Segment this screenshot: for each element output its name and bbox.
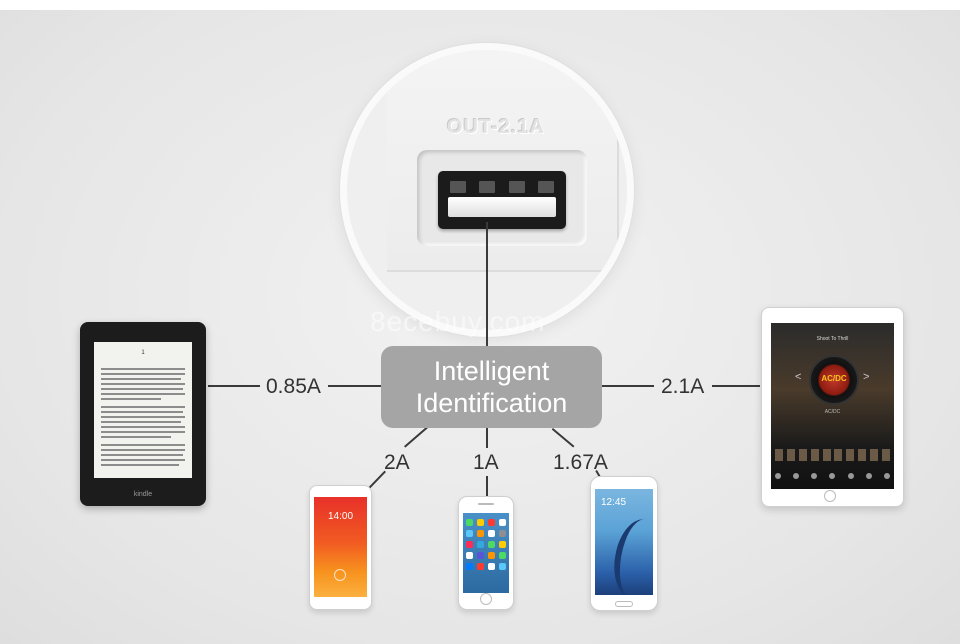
line-kindle-right <box>328 385 381 387</box>
galaxy-screen: 12:45 <box>595 489 653 595</box>
ipad-artist: AC/DC <box>824 409 841 415</box>
chevron-right-icon: > <box>863 371 870 383</box>
watermark: 8ecebuy.com <box>370 306 546 337</box>
usb-port-zoom: OUT-2.1A <box>340 43 634 337</box>
line-ipad-right <box>712 385 760 387</box>
ipad-device: Shoot To Thrill < AC/DC > AC/DC <box>761 307 904 507</box>
line-kindle-left <box>208 385 260 387</box>
iphone-device <box>458 496 514 610</box>
usb-pins <box>450 181 554 195</box>
line-port-to-center <box>486 222 488 346</box>
mi-phone-clock: 14:00 <box>327 511 354 522</box>
album-art: AC/DC <box>809 355 859 405</box>
wallpaper-wave <box>608 515 653 595</box>
kindle-screen: 1 <box>94 342 192 478</box>
kindle-logo: kindle <box>133 491 153 498</box>
top-band <box>0 0 960 10</box>
line-ipad-left <box>602 385 654 387</box>
iphone-current-label: 1A <box>473 451 499 474</box>
iphone-home-button-icon <box>480 593 492 605</box>
kindle-device: 1 kindle <box>80 322 206 506</box>
ipad-home-button-icon <box>824 490 836 502</box>
galaxy-current-label: 1.67A <box>553 451 608 474</box>
usb-port-icon <box>438 171 566 229</box>
iphone-screen <box>463 513 509 593</box>
line-iphone-upper <box>486 428 488 448</box>
iphone-speaker <box>478 503 494 505</box>
ipad-current-label: 2.1A <box>661 375 705 398</box>
port-label: OUT-2.1A <box>447 116 546 138</box>
mi-current-label: 2A <box>384 451 410 474</box>
center-line-2: Identification <box>415 388 568 418</box>
intelligent-identification-box: Intelligent Identification <box>381 346 602 428</box>
player-controls <box>775 471 890 481</box>
app-icon-grid <box>466 519 506 570</box>
ipad-song-title: Shoot To Thrill <box>816 336 849 342</box>
galaxy-phone-device: 12:45 <box>590 476 658 611</box>
mi-phone-screen: 14:00 <box>314 497 367 597</box>
chevron-left-icon: < <box>795 371 802 383</box>
thumbnail-strip <box>775 449 890 461</box>
galaxy-home-button-icon <box>615 601 633 607</box>
line-iphone-lower <box>486 476 488 496</box>
album-title: AC/DC <box>821 374 847 383</box>
usb-tongue <box>448 197 556 217</box>
center-line-1: Intelligent <box>433 356 550 386</box>
ipad-screen: Shoot To Thrill < AC/DC > AC/DC <box>771 323 894 489</box>
kindle-current-label: 0.85A <box>266 375 321 398</box>
mi-phone-device: 14:00 <box>309 485 372 610</box>
kindle-page-number: 1 <box>141 350 145 356</box>
galaxy-clock: 12:45 <box>601 497 627 508</box>
unlock-ring-icon <box>334 569 346 581</box>
